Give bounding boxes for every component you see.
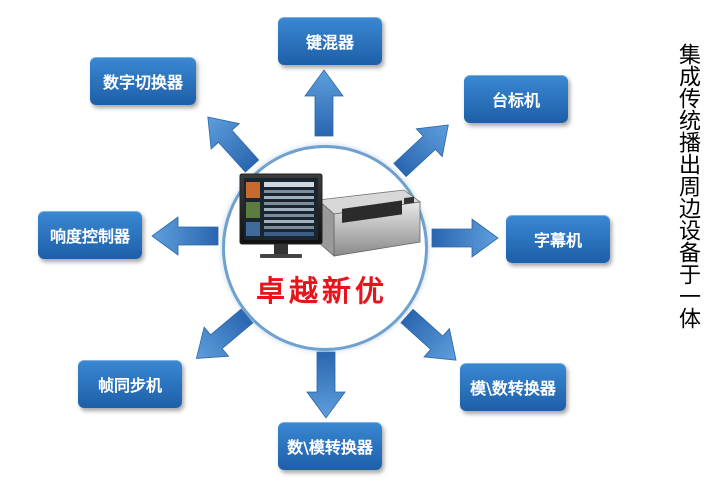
arrow-left [152, 217, 218, 255]
node-frame-sync: 帧同步机 [78, 360, 182, 408]
arrow-right [432, 219, 498, 257]
node-loudness-controller: 响度控制器 [38, 211, 142, 259]
server-icon [318, 190, 420, 256]
node-subtitle-machine: 字幕机 [506, 215, 610, 263]
brand-name: 卓越新优 [232, 268, 412, 310]
node-logo-generator: 台标机 [464, 75, 568, 123]
node-da-converter: 数\模转换器 [278, 422, 382, 470]
arrow-down-right [394, 302, 468, 374]
node-digital-switcher: 数字切换器 [90, 57, 196, 105]
arrow-up [305, 70, 343, 136]
side-caption: 集成传统播出周边设备于一体 [665, 43, 703, 329]
node-ad-converter: 模\数转换器 [460, 363, 566, 411]
arrow-down [307, 352, 345, 418]
monitor-and-server-icon [234, 160, 434, 280]
monitor-icon [240, 174, 322, 258]
node-mixer: 键混器 [278, 17, 382, 65]
